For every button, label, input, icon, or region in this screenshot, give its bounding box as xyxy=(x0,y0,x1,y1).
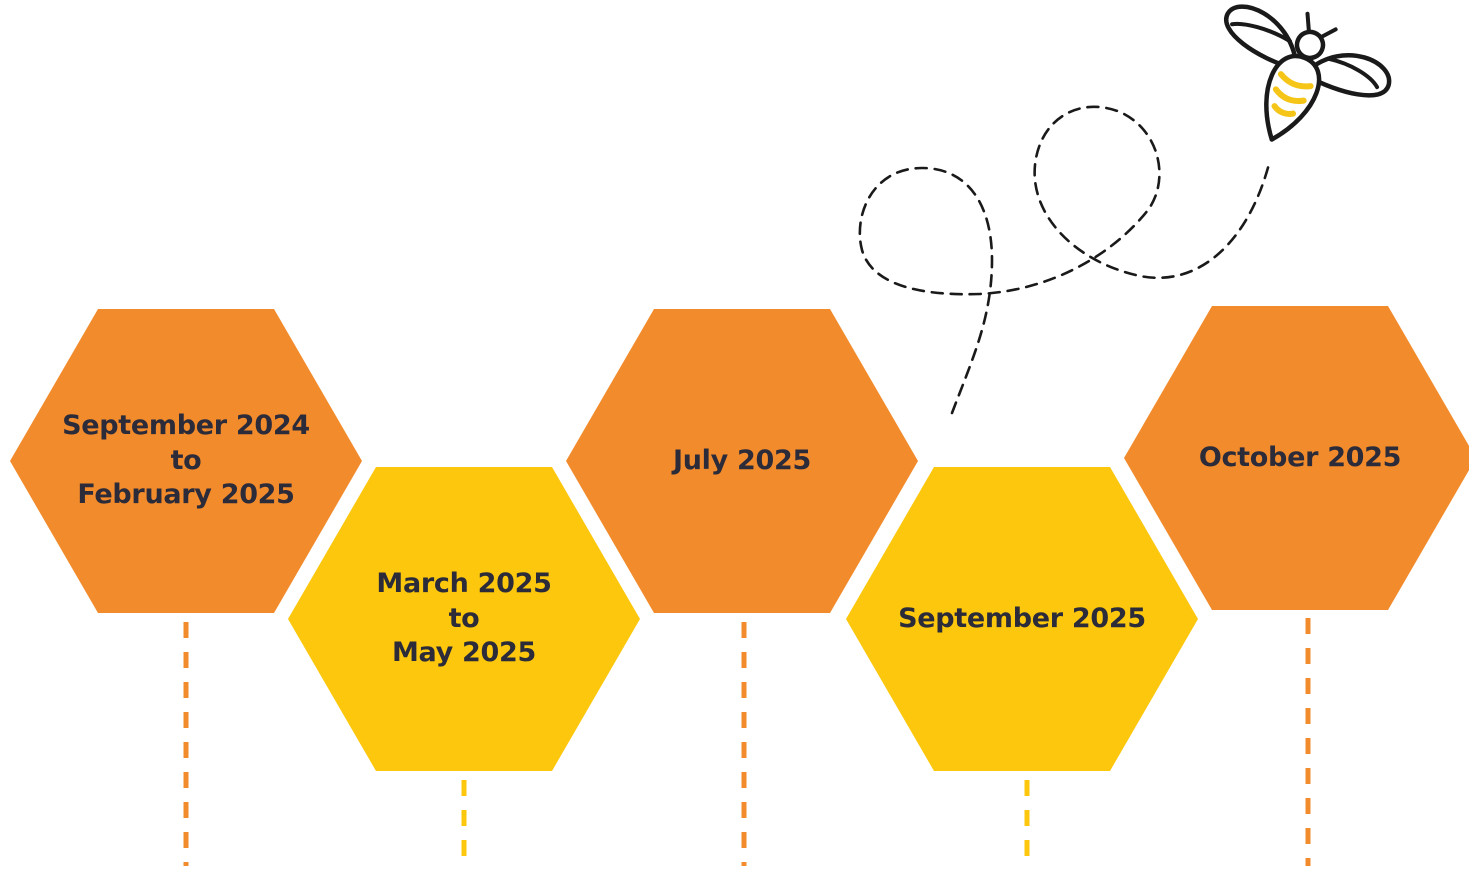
milestone-hexagon xyxy=(10,309,362,613)
milestone-label: July 2025 xyxy=(673,444,811,476)
milestone-hexagon xyxy=(566,309,918,613)
milestone-hexagon xyxy=(1124,306,1469,610)
milestone-label: September 2024 to February 2025 xyxy=(62,410,310,511)
milestone-hexagon xyxy=(288,467,640,771)
bee-flight-path xyxy=(858,105,1272,415)
milestone-label: October 2025 xyxy=(1198,441,1402,473)
milestone-label: March 2025 to May 2025 xyxy=(376,568,552,669)
milestone-label: September 2025 xyxy=(898,602,1146,634)
milestone-hexagon xyxy=(846,467,1198,771)
bee-icon xyxy=(1224,4,1392,142)
